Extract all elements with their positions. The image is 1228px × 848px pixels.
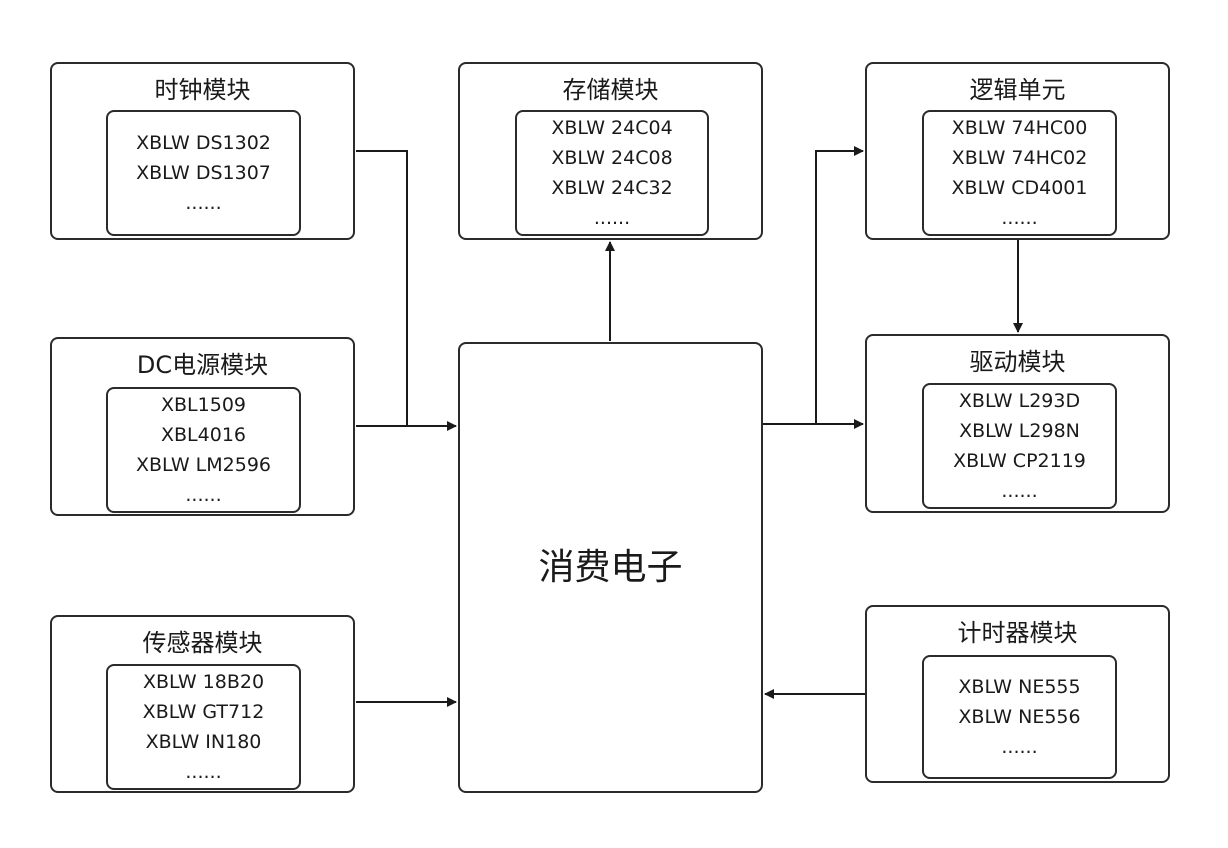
sensor-item-more: ...... <box>185 761 222 783</box>
dc-power-item-2: XBL4016 <box>161 424 246 446</box>
logic-unit-module: 逻辑单元 XBLW 74HC00 XBLW 74HC02 XBLW CD4001… <box>865 62 1170 240</box>
logic-item-2: XBLW 74HC02 <box>951 147 1088 169</box>
driver-module-title: 驱动模块 <box>969 348 1066 376</box>
storage-module-title: 存储模块 <box>562 76 659 104</box>
storage-module-list: XBLW 24C04 XBLW 24C08 XBLW 24C32 ...... <box>515 110 709 236</box>
timer-item-2: XBLW NE556 <box>958 706 1081 728</box>
driver-module-list: XBLW L293D XBLW L298N XBLW CP2119 ...... <box>922 383 1117 509</box>
consumer-electronics-block: 消费电子 <box>458 342 763 793</box>
clock-module: 时钟模块 XBLW DS1302 XBLW DS1307 ...... <box>50 62 355 240</box>
storage-item-more: ...... <box>593 207 631 229</box>
clock-item-more: ...... <box>185 192 222 214</box>
timer-item-more: ...... <box>1001 736 1038 758</box>
logic-unit-module-title: 逻辑单元 <box>969 76 1066 104</box>
dc-power-item-1: XBL1509 <box>161 394 246 416</box>
driver-module: 驱动模块 XBLW L293D XBLW L298N XBLW CP2119 .… <box>865 334 1170 513</box>
logic-item-3: XBLW CD4001 <box>951 177 1088 199</box>
clock-item-1: XBLW DS1302 <box>136 132 271 154</box>
logic-item-1: XBLW 74HC00 <box>951 117 1088 139</box>
clock-module-title: 时钟模块 <box>154 76 251 104</box>
storage-item-3: XBLW 24C32 <box>551 177 673 199</box>
logic-unit-module-list: XBLW 74HC00 XBLW 74HC02 XBLW CD4001 ....… <box>922 110 1117 236</box>
sensor-module: 传感器模块 XBLW 18B20 XBLW GT712 XBLW IN180 .… <box>50 615 355 793</box>
timer-module-title: 计时器模块 <box>957 619 1078 647</box>
center-label: 消费电子 <box>538 546 683 588</box>
storage-module: 存储模块 XBLW 24C04 XBLW 24C08 XBLW 24C32 ..… <box>458 62 763 240</box>
connector-clock-to-center <box>356 150 408 426</box>
sensor-module-list: XBLW 18B20 XBLW GT712 XBLW IN180 ...... <box>106 664 301 790</box>
driver-item-3: XBLW CP2119 <box>953 450 1086 472</box>
connector-center-to-logic <box>763 146 864 425</box>
dc-power-module-list: XBL1509 XBL4016 XBLW LM2596 ...... <box>106 387 301 513</box>
sensor-item-1: XBLW 18B20 <box>142 671 265 693</box>
driver-item-more: ...... <box>1001 480 1038 502</box>
dc-power-item-more: ...... <box>185 484 222 506</box>
timer-module: 计时器模块 XBLW NE555 XBLW NE556 ...... <box>865 605 1170 783</box>
sensor-item-2: XBLW GT712 <box>142 701 265 723</box>
storage-item-2: XBLW 24C08 <box>551 147 673 169</box>
driver-item-1: XBLW L293D <box>958 390 1081 412</box>
storage-item-1: XBLW 24C04 <box>551 117 673 139</box>
clock-item-2: XBLW DS1307 <box>136 162 271 184</box>
dc-power-module-title: DC电源模块 <box>136 351 269 379</box>
clock-module-list: XBLW DS1302 XBLW DS1307 ...... <box>106 110 301 236</box>
logic-item-more: ...... <box>1001 207 1038 229</box>
dc-power-module: DC电源模块 XBL1509 XBL4016 XBLW LM2596 .....… <box>50 337 355 516</box>
dc-power-item-3: XBLW LM2596 <box>135 454 272 476</box>
driver-item-2: XBLW L298N <box>959 420 1080 442</box>
sensor-item-3: XBLW IN180 <box>145 731 262 753</box>
sensor-module-title: 传感器模块 <box>142 629 263 657</box>
timer-module-list: XBLW NE555 XBLW NE556 ...... <box>922 655 1117 779</box>
timer-item-1: XBLW NE555 <box>958 676 1081 698</box>
